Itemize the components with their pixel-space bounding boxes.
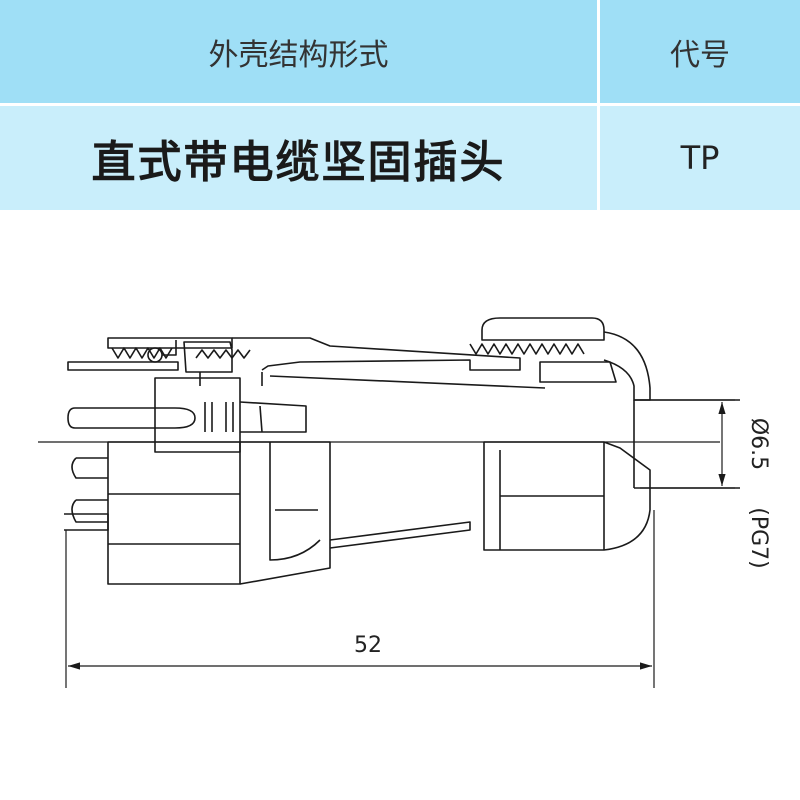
code-value: TP — [600, 106, 800, 210]
body-lower — [239, 441, 471, 585]
thread-dimension-label: (PG7) — [746, 507, 771, 568]
structure-type-value: 直式带电缆坚固插头 — [0, 106, 597, 210]
coupling-nut — [67, 337, 251, 373]
connector-drawing: 52 Ø6.5 (PG7) — [38, 317, 771, 688]
front-insulator — [64, 441, 241, 585]
header-code: 代号 — [600, 0, 800, 103]
cable-gland — [469, 317, 651, 551]
diameter-dimension-label: Ø6.5 — [746, 418, 771, 470]
header-structure-type: 外壳结构形式 — [0, 0, 597, 103]
connector-body — [199, 337, 546, 389]
length-dimension-label: 52 — [354, 633, 382, 658]
contact-pins-upper — [67, 377, 307, 453]
spec-table: 外壳结构形式 代号 直式带电缆坚固插头 TP — [0, 0, 800, 210]
